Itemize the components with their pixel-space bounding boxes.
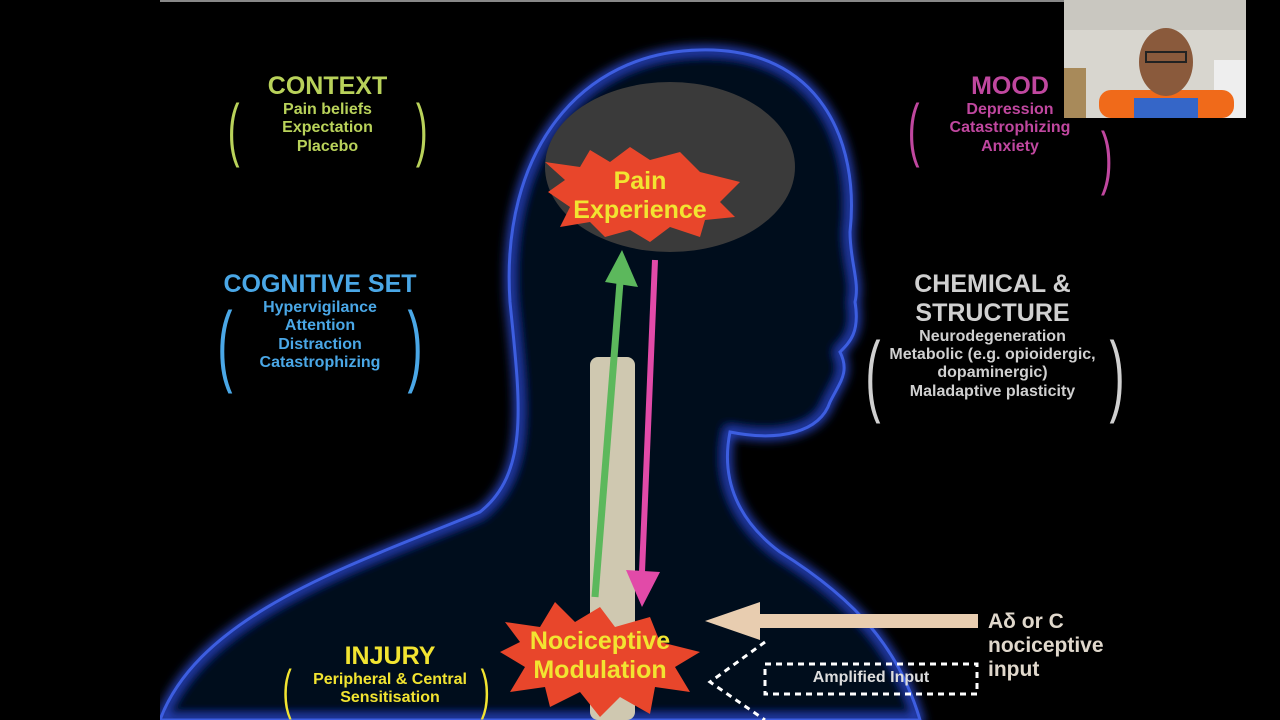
slide: CONTEXT Pain beliefs Expectation Placebo…	[160, 0, 1124, 720]
injury-title: INJURY	[344, 642, 436, 670]
chemical-item: Neurodegeneration	[919, 327, 1066, 345]
head-outline	[160, 48, 922, 720]
context-item: Pain beliefs	[283, 100, 372, 118]
presenter-shirt	[1134, 98, 1198, 118]
experience-line: Experience	[573, 195, 707, 224]
ceiling	[1064, 0, 1246, 30]
chemical-item: Maladaptive plasticity	[909, 382, 1076, 400]
context-left-paren: (	[227, 90, 240, 168]
chemical-item: dopaminergic)	[937, 364, 1048, 382]
cognitive-item: Attention	[284, 317, 356, 335]
input-arrow-head	[705, 602, 760, 640]
cognitive-left-paren: (	[217, 295, 233, 395]
cognitive-item: Hypervigilance	[263, 298, 377, 316]
injury-item: Peripheral & Central	[313, 670, 467, 688]
cognitive-title: COGNITIVE SET	[223, 270, 417, 298]
injury-group: INJURY Peripheral & Central Sensitisatio…	[285, 642, 495, 708]
context-group: CONTEXT Pain beliefs Expectation Placebo	[220, 72, 435, 156]
context-item: Expectation	[282, 119, 373, 137]
webcam-thumbnail	[1064, 0, 1246, 118]
pain-experience-label: Pain Experience	[540, 167, 740, 225]
modulation-line: Modulation	[533, 655, 667, 684]
door	[1064, 68, 1086, 118]
injury-right-paren: )	[480, 658, 490, 720]
pain-line: Pain	[613, 167, 667, 195]
mood-left-paren: (	[907, 90, 920, 168]
mood-right-paren: )	[1100, 118, 1113, 196]
input-line: Aδ or C	[988, 610, 1064, 633]
cognitive-item: Catastrophizing	[259, 353, 381, 371]
amplified-arrow	[707, 640, 766, 720]
input-arrow	[750, 614, 978, 628]
amplified-input-label: Amplified Input	[812, 669, 930, 686]
mood-item: Anxiety	[981, 137, 1039, 155]
nociceptive-modulation-star	[500, 602, 700, 717]
chemical-left-paren: (	[865, 325, 881, 425]
mood-item: Depression	[966, 100, 1054, 118]
up-arrow-head	[605, 250, 638, 287]
pain-experience-star	[545, 147, 740, 242]
presenter-video	[1064, 0, 1246, 118]
cognitive-item: Distraction	[278, 335, 362, 353]
context-item: Placebo	[296, 137, 359, 155]
injury-item: Sensitisation	[340, 689, 440, 707]
down-arrow-head	[626, 570, 660, 607]
input-label: Aδ or C nociceptive input	[988, 610, 1104, 682]
up-arrow	[591, 281, 624, 598]
mood-title: MOOD	[971, 72, 1049, 100]
context-title: CONTEXT	[267, 72, 388, 100]
chemical-item: Metabolic (e.g. opioidergic,	[889, 345, 1096, 363]
chemical-title-1: CHEMICAL &	[914, 270, 1071, 298]
chemical-right-paren: )	[1109, 325, 1125, 425]
nociceptive-modulation-label: Nociceptive Modulation	[500, 627, 700, 685]
down-arrow	[639, 259, 658, 573]
input-line: nociceptive	[988, 634, 1104, 658]
head-illustration	[160, 45, 979, 720]
glasses	[1145, 51, 1187, 63]
injury-left-paren: (	[282, 658, 292, 720]
chemical-title-2: STRUCTURE	[915, 298, 1070, 327]
context-right-paren: )	[415, 90, 428, 168]
nociceptive-line: Nociceptive	[529, 627, 671, 655]
mood-item: Catastrophizing	[949, 119, 1071, 137]
input-line: input	[988, 658, 1040, 682]
mood-group: MOOD Depression Catastrophizing Anxiety	[900, 72, 1120, 156]
cognitive-group: COGNITIVE SET Hypervigilance Attention D…	[200, 270, 440, 372]
cognitive-right-paren: )	[407, 295, 423, 395]
chemical-group: CHEMICAL & STRUCTURE Neurodegeneration M…	[860, 270, 1125, 401]
